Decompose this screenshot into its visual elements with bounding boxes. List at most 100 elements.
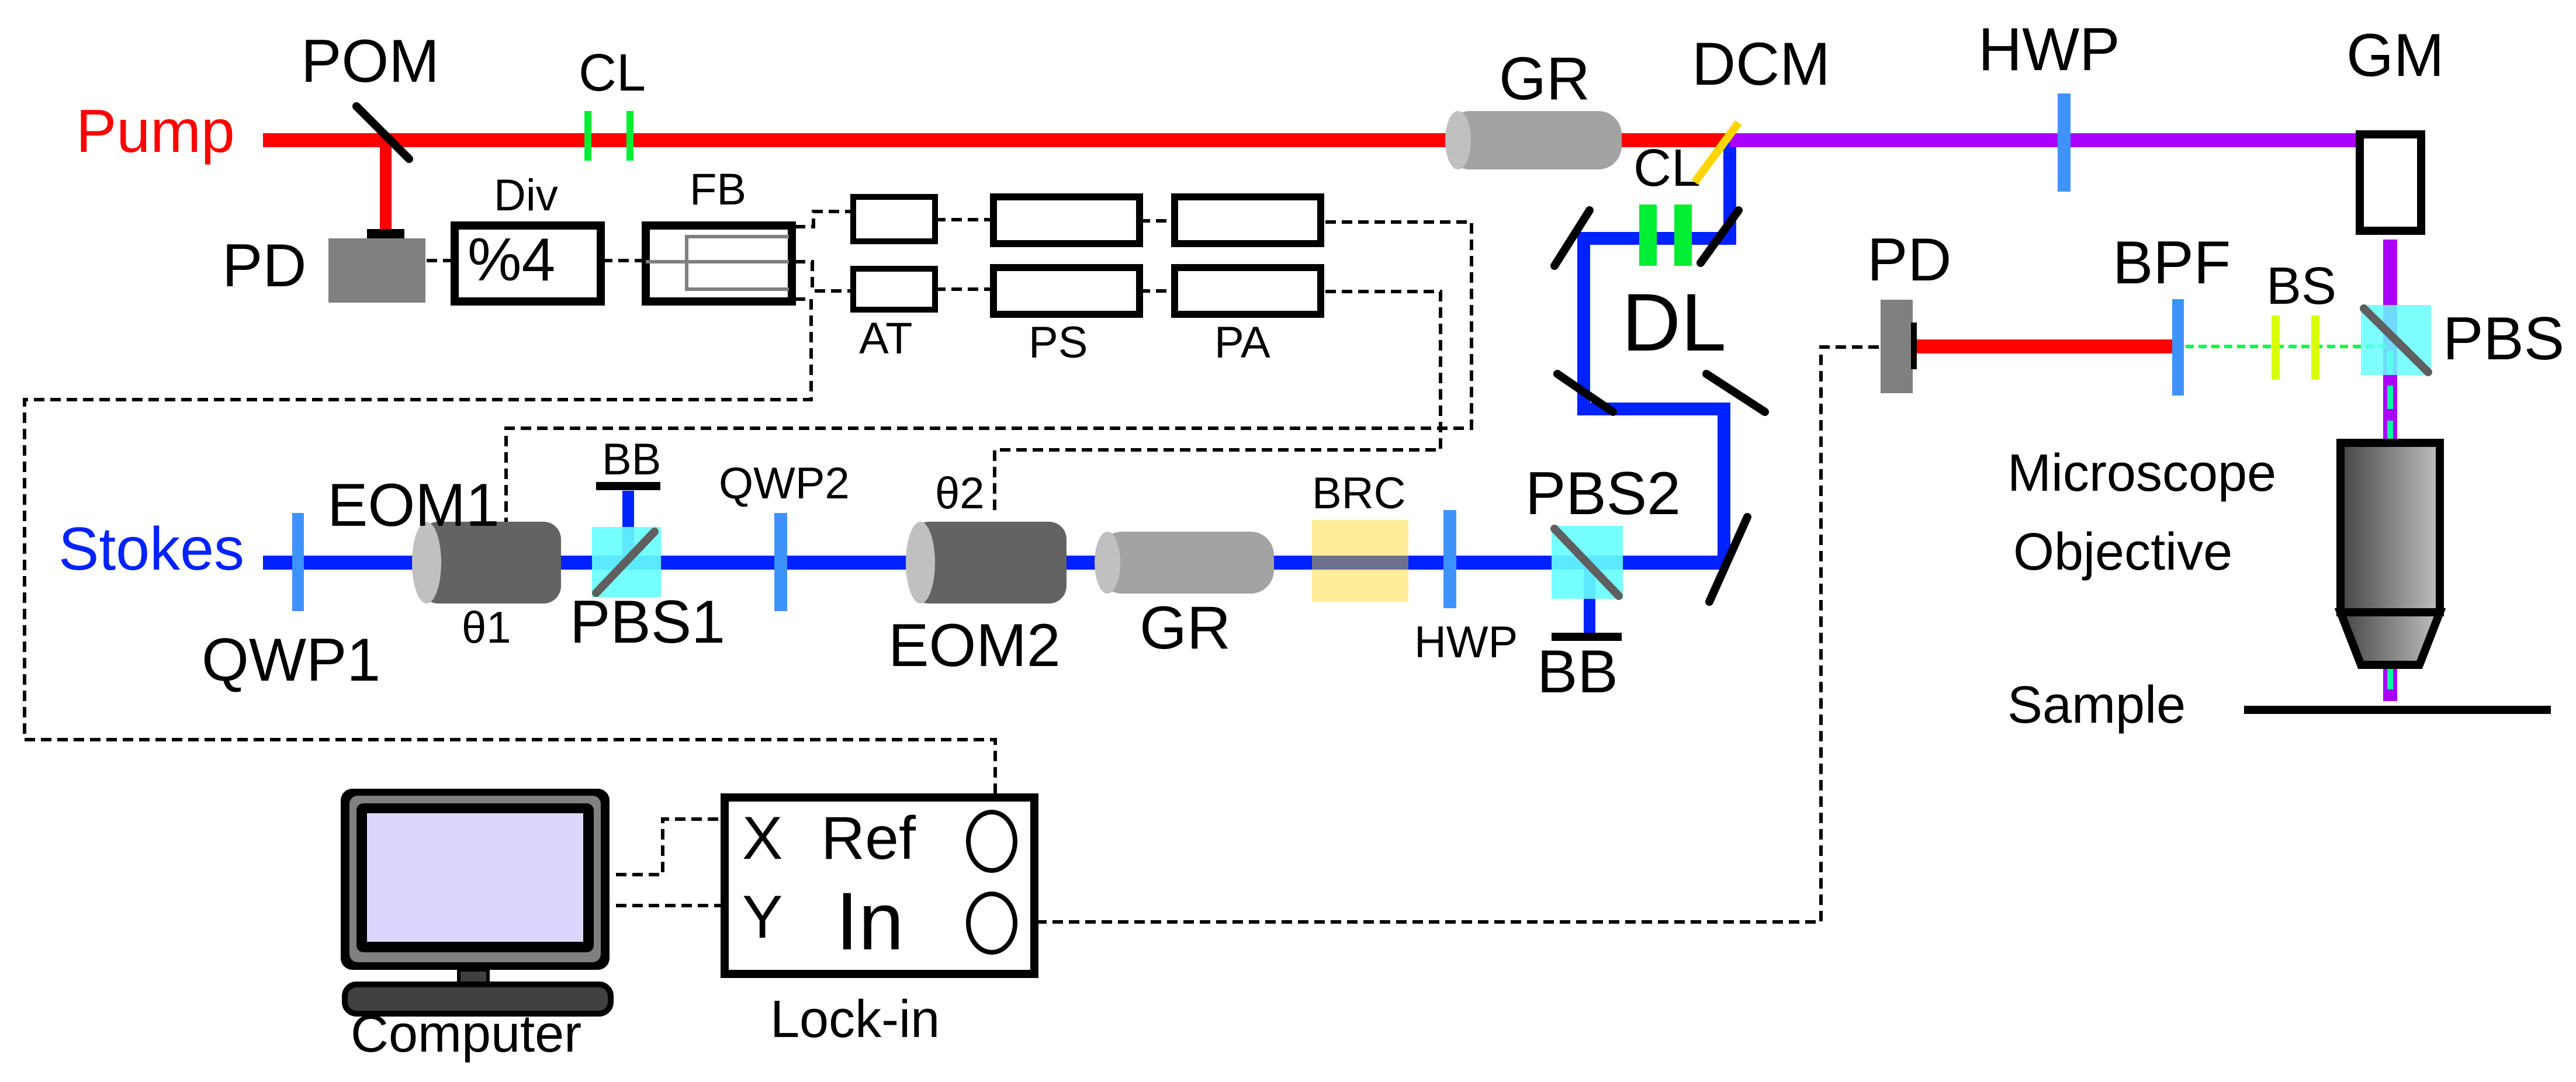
bs-filter-icon — [2311, 315, 2319, 380]
lockin-label: Lock-in — [770, 990, 940, 1049]
bandpass-filter-icon — [2172, 299, 2184, 396]
phase-shifter-box-bottom — [990, 264, 1143, 318]
waveplate-icon — [2058, 93, 2071, 192]
microscope-objective: Microscope Objective — [2007, 439, 2446, 669]
gr-top-label: GR — [1499, 45, 1590, 113]
pbs2-diagonal-icon — [1550, 525, 1623, 600]
fan-out-buffer: FB — [642, 165, 796, 306]
glass-rod-icon — [1446, 111, 1622, 169]
frequency-divider: %4 Div — [451, 171, 605, 306]
microscope-label-line2: Objective — [2013, 523, 2232, 581]
lockin-ref-label: Ref — [821, 804, 916, 872]
qwp1-label: QWP1 — [202, 626, 380, 694]
attenuator-box-bottom — [850, 266, 938, 313]
pd-left-label: PD — [222, 232, 306, 300]
input-port-icon[interactable] — [966, 892, 1017, 955]
sample: Sample — [2007, 676, 2551, 734]
photodiode-head-icon — [367, 229, 404, 238]
lockin-y-label: Y — [742, 883, 783, 951]
glass-rod-stokes: GR — [1095, 532, 1274, 662]
eom2: θ2 EOM2 — [888, 469, 1067, 679]
gm-box — [2356, 130, 2425, 235]
theta1-label: θ1 — [462, 603, 511, 653]
photodiode-body-icon — [1881, 300, 1913, 393]
monitor-screen-icon — [367, 813, 583, 942]
qwp2-label: QWP2 — [719, 459, 850, 508]
dl-label: DL — [1622, 276, 1726, 368]
gm-label: GM — [2346, 22, 2445, 89]
mirror-icon — [1696, 206, 1743, 267]
gr-bottom-label: GR — [1140, 594, 1231, 662]
objective-barrel-icon — [2336, 439, 2444, 616]
cl-top-label: CL — [579, 44, 646, 102]
lockin-x-label: X — [742, 804, 783, 872]
combined-path: DCM — [1691, 30, 2397, 701]
ps-label: PS — [1029, 318, 1088, 367]
bb-top-label: BB — [602, 435, 661, 484]
pd-right-label: PD — [1867, 226, 1951, 294]
pom-mirror-icon — [352, 102, 413, 163]
computer: Computer — [341, 789, 614, 1063]
attenuator-box-top — [850, 194, 938, 244]
cl-dl-label: CL — [1633, 139, 1701, 197]
delay-line: CL DL — [1550, 139, 1769, 606]
hwp-bottom-label: HWP — [1414, 618, 1518, 667]
photodiode-head-icon — [1911, 322, 1917, 369]
waveplate-icon — [292, 513, 304, 611]
eom1-end-icon — [412, 522, 441, 604]
dichroic-mirror-icon — [1691, 120, 1742, 185]
fb-label: FB — [690, 165, 746, 214]
divider-box — [451, 221, 605, 306]
photodiode-left: PD — [222, 229, 425, 303]
photodiode-body-icon — [328, 238, 425, 303]
glass-rod-end-icon — [1095, 532, 1120, 594]
pbs2: PBS2 BB — [1525, 460, 1681, 706]
mirror-icon — [1550, 206, 1594, 270]
divider-value: %4 — [468, 226, 555, 294]
theta2-label: θ2 — [935, 469, 985, 518]
pbs-diagonal-icon — [2360, 304, 2432, 376]
detection-path: PD BPF BS PBS — [1867, 226, 2564, 396]
eom2-label: EOM2 — [888, 612, 1061, 679]
ref-port-icon[interactable] — [966, 810, 1017, 873]
dcm-label: DCM — [1692, 30, 1830, 98]
bs-filter-icon — [2272, 315, 2280, 380]
sample-label: Sample — [2007, 676, 2186, 734]
stokes-label: Stokes — [58, 515, 244, 583]
glass-rod-end-icon — [1445, 111, 1471, 169]
wire-pa-eom2 — [993, 290, 1442, 511]
brc-label: BRC — [1312, 469, 1405, 518]
cylindrical-lens-icon — [1639, 204, 1657, 266]
rf-chain: AT PS PA — [850, 193, 1324, 367]
microscope-label-line1: Microscope — [2007, 444, 2276, 502]
half-wave-plate-pump: HWP — [1978, 16, 2120, 192]
galvo-mirror: GM — [2346, 22, 2445, 235]
pbs1-label: PBS1 — [570, 588, 725, 656]
pickoff-mirror: POM — [301, 27, 439, 163]
wire-fb-at-bottom — [795, 260, 850, 293]
lock-in-amplifier: X Ref Y In Lock-in — [721, 793, 1038, 1049]
brc-beam-overlap — [1312, 556, 1408, 570]
quarter-wave-plate-2: QWP2 — [719, 459, 850, 611]
wire-fb-at-top — [795, 210, 850, 228]
eom2-body-icon — [912, 522, 1067, 604]
power-amp-box-top — [1171, 193, 1324, 247]
waveplate-icon — [774, 513, 787, 611]
pbs1: BB PBS1 — [570, 435, 725, 656]
birefringent-crystal: BRC — [1312, 469, 1408, 602]
mirror-icon — [1702, 370, 1769, 416]
computer-label: Computer — [351, 1005, 581, 1063]
hwp-top-label: HWP — [1978, 16, 2120, 84]
eom1-label: EOM1 — [327, 471, 500, 539]
bpf-label: BPF — [2113, 229, 2231, 297]
objective-tip-icon — [2334, 608, 2446, 669]
cylindrical-lens-icon — [584, 111, 591, 161]
cylindrical-lens-icon — [626, 111, 633, 161]
waveplate-icon — [1443, 510, 1456, 608]
wire-pa-eom1 — [504, 220, 1473, 526]
signal-wires — [23, 210, 1879, 924]
div-label: Div — [494, 171, 558, 220]
pa-label: PA — [1214, 318, 1270, 367]
bb-bottom-label: BB — [1537, 638, 1618, 706]
